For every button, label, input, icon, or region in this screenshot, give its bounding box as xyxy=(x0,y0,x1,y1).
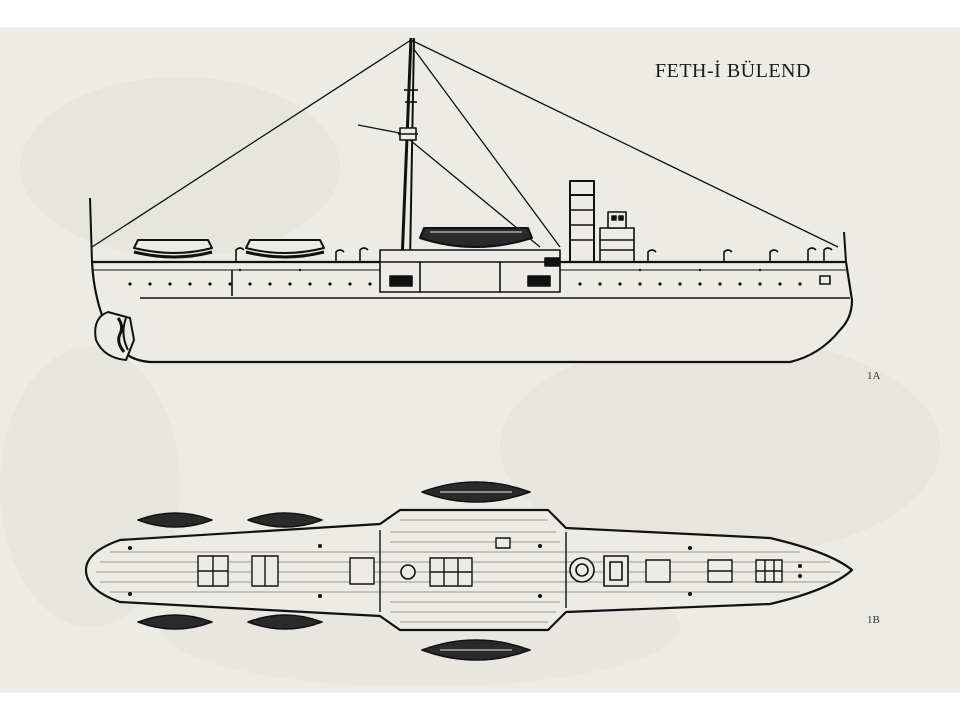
deck-fittings xyxy=(231,247,833,296)
plan-fittings xyxy=(128,544,802,598)
lifeboats-side xyxy=(133,227,533,259)
funnel-plan xyxy=(400,555,629,587)
funnel xyxy=(569,180,595,264)
hull-side xyxy=(90,249,854,364)
plan-view xyxy=(84,481,854,661)
bridge xyxy=(599,211,635,263)
lifeboats-plan-top xyxy=(137,481,531,528)
hatches xyxy=(197,537,783,587)
main-mast xyxy=(398,37,418,263)
rigging-lines xyxy=(91,39,839,248)
plan-view-label: 1B xyxy=(867,614,880,626)
portholes xyxy=(128,268,802,286)
ship-title: FETH-İ BÜLEND xyxy=(655,60,811,82)
side-view-label: 1A xyxy=(867,370,881,382)
side-elevation xyxy=(89,37,854,364)
lifeboats-plan-bottom xyxy=(137,614,531,661)
propeller-rudder xyxy=(94,311,135,361)
